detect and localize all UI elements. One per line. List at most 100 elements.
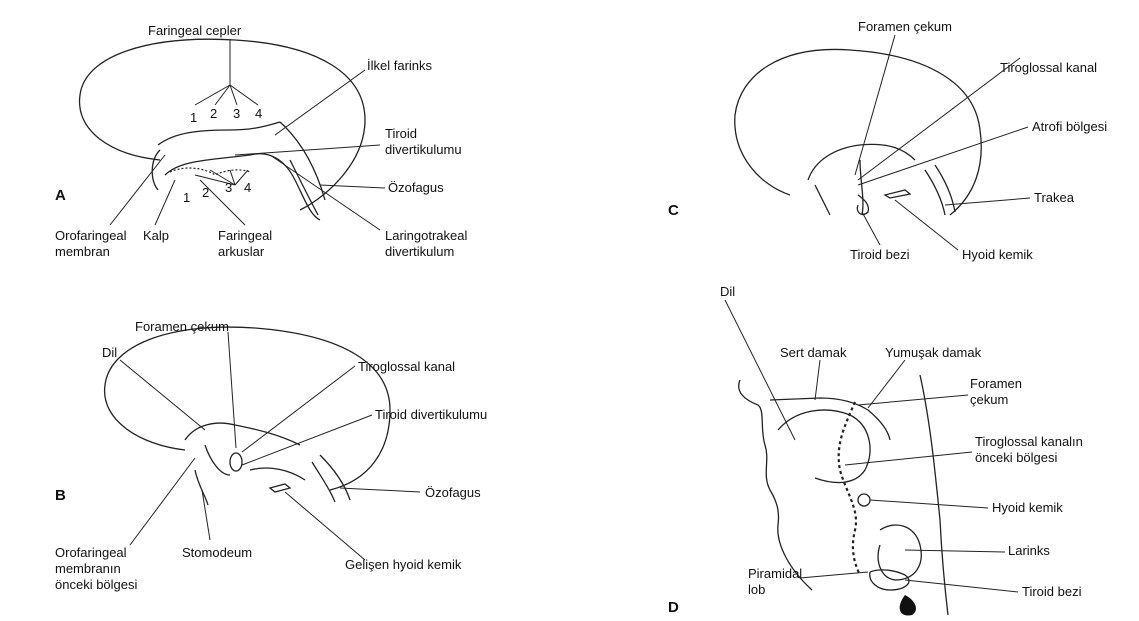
panel-c-trachea xyxy=(925,165,955,215)
panel-a-pouch-3: 3 xyxy=(233,106,240,121)
panel-d: Dil Sert damak Yumuşak damak Foramen çek… xyxy=(668,284,1083,616)
panel-c-label-tiroglossal: Tiroglossal kanal xyxy=(1000,60,1097,75)
panel-a-label-tiroid: Tiroid xyxy=(385,126,417,141)
panel-c-embryo-outline xyxy=(735,49,981,215)
panel-b-foramen-leader xyxy=(228,332,236,448)
panel-b-dil-leader xyxy=(120,360,205,430)
panel-a-label-arkuslar: arkuslar xyxy=(218,244,265,259)
panel-a-pharynx-floor xyxy=(165,154,320,220)
panel-a-arch-4: 4 xyxy=(244,180,251,195)
panel-d-label-piramidal: Piramidal xyxy=(748,566,802,581)
panel-c-label-trakea: Trakea xyxy=(1034,190,1075,205)
panel-b-embryo-outline xyxy=(105,327,390,490)
panel-d-hyoid-leader xyxy=(870,500,988,508)
panel-b-label-hyoid: Gelişen hyoid kemik xyxy=(345,557,462,572)
panel-b-stomodeum xyxy=(195,470,208,505)
panel-d-larynx xyxy=(878,525,921,580)
panel-b-label-tiroglossal: Tiroglossal kanal xyxy=(358,359,455,374)
panel-b-ozofagus-leader xyxy=(340,488,420,492)
panel-c-foramen-leader xyxy=(855,35,895,175)
panel-b-tiroglossal-leader xyxy=(242,366,355,452)
panel-a-letter: A xyxy=(55,187,66,204)
panel-b-label-stomodeum: Stomodeum xyxy=(182,545,252,560)
panel-a-label-ilkel-farinks: İlkel farinks xyxy=(367,58,433,73)
panel-a-pouch-4: 4 xyxy=(255,106,262,121)
panel-b-stomodeum-leader xyxy=(202,490,210,540)
panel-b-letter: B xyxy=(55,487,66,504)
panel-a-label-kalp: Kalp xyxy=(143,228,169,243)
panel-b-hyoid-leader xyxy=(285,492,365,560)
panel-a-label-faringeal-cepler: Faringeal cepler xyxy=(148,23,242,38)
panel-a-pharynx-roof xyxy=(158,122,280,145)
panel-d-tongue xyxy=(778,410,870,483)
panel-a-arch-2: 2 xyxy=(202,185,209,200)
panel-a-label-faringeal: Faringeal xyxy=(218,228,272,243)
panel-c-hyoid-leader xyxy=(895,200,958,250)
panel-a-orofaringeal-leader xyxy=(110,155,165,225)
panel-d-thyroglossal-path xyxy=(839,402,860,575)
panel-b-label-dil: Dil xyxy=(102,345,117,360)
panel-d-neck xyxy=(920,375,948,615)
panel-d-larinks-leader xyxy=(905,550,1005,552)
panel-a-arches-dotted xyxy=(170,168,250,175)
panel-a-arch-1: 1 xyxy=(183,190,190,205)
panel-b-label-membranin: membranın xyxy=(55,561,121,576)
panel-c-label-foramen: Foramen çekum xyxy=(858,19,952,34)
panel-d-palate xyxy=(770,398,890,440)
panel-b-label-onceki: önceki bölgesi xyxy=(55,577,137,592)
panel-a-kalp-leader xyxy=(155,180,175,225)
panel-d-label-tiroid-bezi: Tiroid bezi xyxy=(1022,584,1082,599)
panel-a-esophagus xyxy=(280,122,325,215)
panel-d-label-foramen: Foramen xyxy=(970,376,1022,391)
panel-b-label-ozofagus: Özofagus xyxy=(425,485,481,500)
panel-d-label-sert-damak: Sert damak xyxy=(780,345,847,360)
panel-a-pouch-2: 2 xyxy=(210,106,217,121)
panel-c-trakea-leader xyxy=(945,198,1030,205)
panel-d-thyroid xyxy=(870,570,909,590)
panel-d-label-larinks: Larinks xyxy=(1008,543,1050,558)
panel-a-label-ozofagus: Özofagus xyxy=(388,180,444,195)
panel-a-label-membran: membran xyxy=(55,244,110,259)
panel-a-embryo-outline xyxy=(80,39,365,210)
panel-b-label-foramen: Foramen çekum xyxy=(135,319,229,334)
panel-a-ilkel-farinks-leader xyxy=(275,70,365,135)
panel-d-label-hyoid: Hyoid kemik xyxy=(992,500,1063,515)
panel-a-pouch-1: 1 xyxy=(190,110,197,125)
panel-c-pharynx xyxy=(815,160,863,215)
panel-c-label-hyoid: Hyoid kemik xyxy=(962,247,1033,262)
panel-d-tiroglossal-leader xyxy=(845,452,972,465)
panel-c: Foramen çekum Tiroglossal kanal Atrofi b… xyxy=(668,19,1107,262)
panel-d-piramidal-leader xyxy=(800,572,868,578)
panel-b-pharynx xyxy=(205,445,305,480)
panel-a-laringotrakeal-leader xyxy=(270,155,380,230)
panel-b-hyoid xyxy=(270,484,290,492)
panel-b-tiroid-leader xyxy=(242,415,372,465)
panel-b-orofaringeal-leader xyxy=(130,458,195,545)
panel-a-label-laringotrakeal: Laringotrakeal xyxy=(385,228,467,243)
panel-a-pouch-leader xyxy=(195,40,258,105)
panel-b-esophagus xyxy=(312,455,350,502)
panel-d-hyoid xyxy=(858,494,870,506)
panel-d-label-onceki: önceki bölgesi xyxy=(975,450,1057,465)
panel-c-label-tiroid-bezi: Tiroid bezi xyxy=(850,247,910,262)
panel-c-tiroglossal-leader xyxy=(858,58,1020,180)
panel-a-ozofagus-leader xyxy=(320,185,385,188)
panel-d-tiroid-leader xyxy=(905,580,1018,592)
panel-a: Faringeal cepler İlkel farinks Tiroid di… xyxy=(55,23,467,259)
panel-b-thyroid-bud xyxy=(230,453,242,471)
panel-d-face-profile xyxy=(739,380,812,590)
panel-a-label-divertikulum: divertikulum xyxy=(385,244,454,259)
panel-a-label-divertikulumu: divertikulumu xyxy=(385,142,462,157)
panel-d-label-tiroglossal: Tiroglossal kanalın xyxy=(975,434,1083,449)
panel-c-label-atrofi: Atrofi bölgesi xyxy=(1032,119,1107,134)
panel-c-tiroid-leader xyxy=(862,212,880,245)
panel-b: Foramen çekum Dil Tiroglossal kanal Tiro… xyxy=(55,319,487,592)
panel-b-tongue xyxy=(185,423,300,445)
panel-d-label-dil: Dil xyxy=(720,284,735,299)
panel-a-arch-3: 3 xyxy=(225,180,232,195)
panel-b-label-orofaringeal: Orofaringeal xyxy=(55,545,127,560)
panel-b-label-tiroid-div: Tiroid divertikulumu xyxy=(375,407,487,422)
panel-d-label-cekum: çekum xyxy=(970,392,1008,407)
